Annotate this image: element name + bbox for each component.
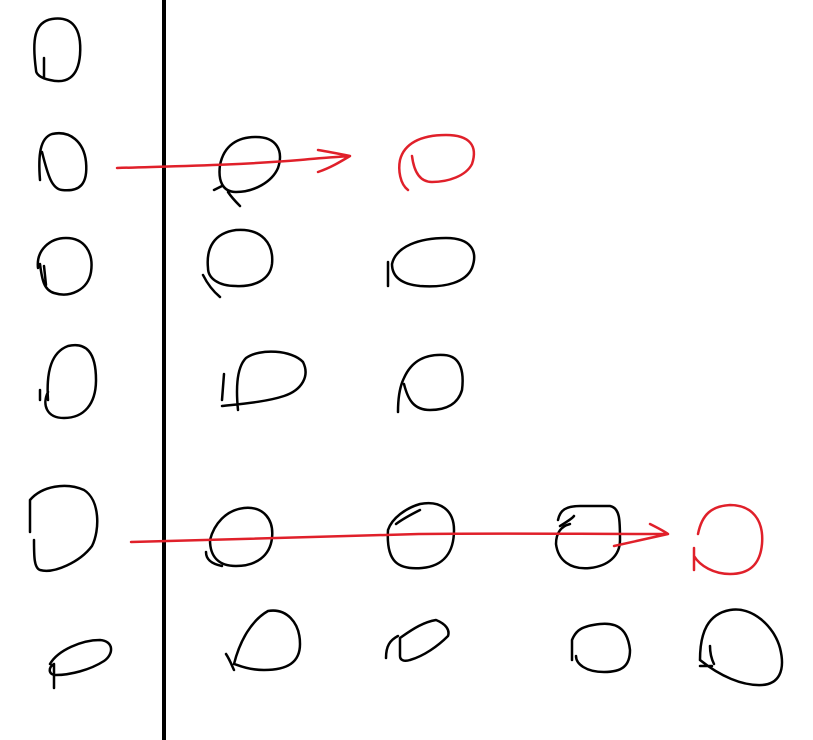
right-4-b	[396, 353, 464, 414]
left-6	[48, 638, 113, 690]
left-3	[36, 236, 93, 296]
left-1	[33, 17, 82, 83]
left-2	[38, 131, 88, 192]
right-6-c	[570, 622, 632, 674]
right-5-result	[692, 503, 764, 576]
left-5	[28, 484, 99, 573]
right-6-b	[384, 618, 450, 663]
arrow-row-2	[115, 148, 352, 174]
right-4-a	[220, 350, 307, 412]
right-6-a	[224, 609, 302, 672]
right-5-a	[204, 506, 274, 568]
left-4	[38, 343, 98, 420]
right-6-d	[698, 608, 784, 687]
right-3-a	[201, 228, 274, 299]
right-2-a	[212, 135, 282, 208]
arrow-row-5	[129, 522, 670, 548]
right-5-b	[386, 501, 456, 570]
right-5-c	[554, 504, 622, 570]
right-3-b	[386, 236, 476, 288]
right-2-result	[398, 133, 476, 192]
